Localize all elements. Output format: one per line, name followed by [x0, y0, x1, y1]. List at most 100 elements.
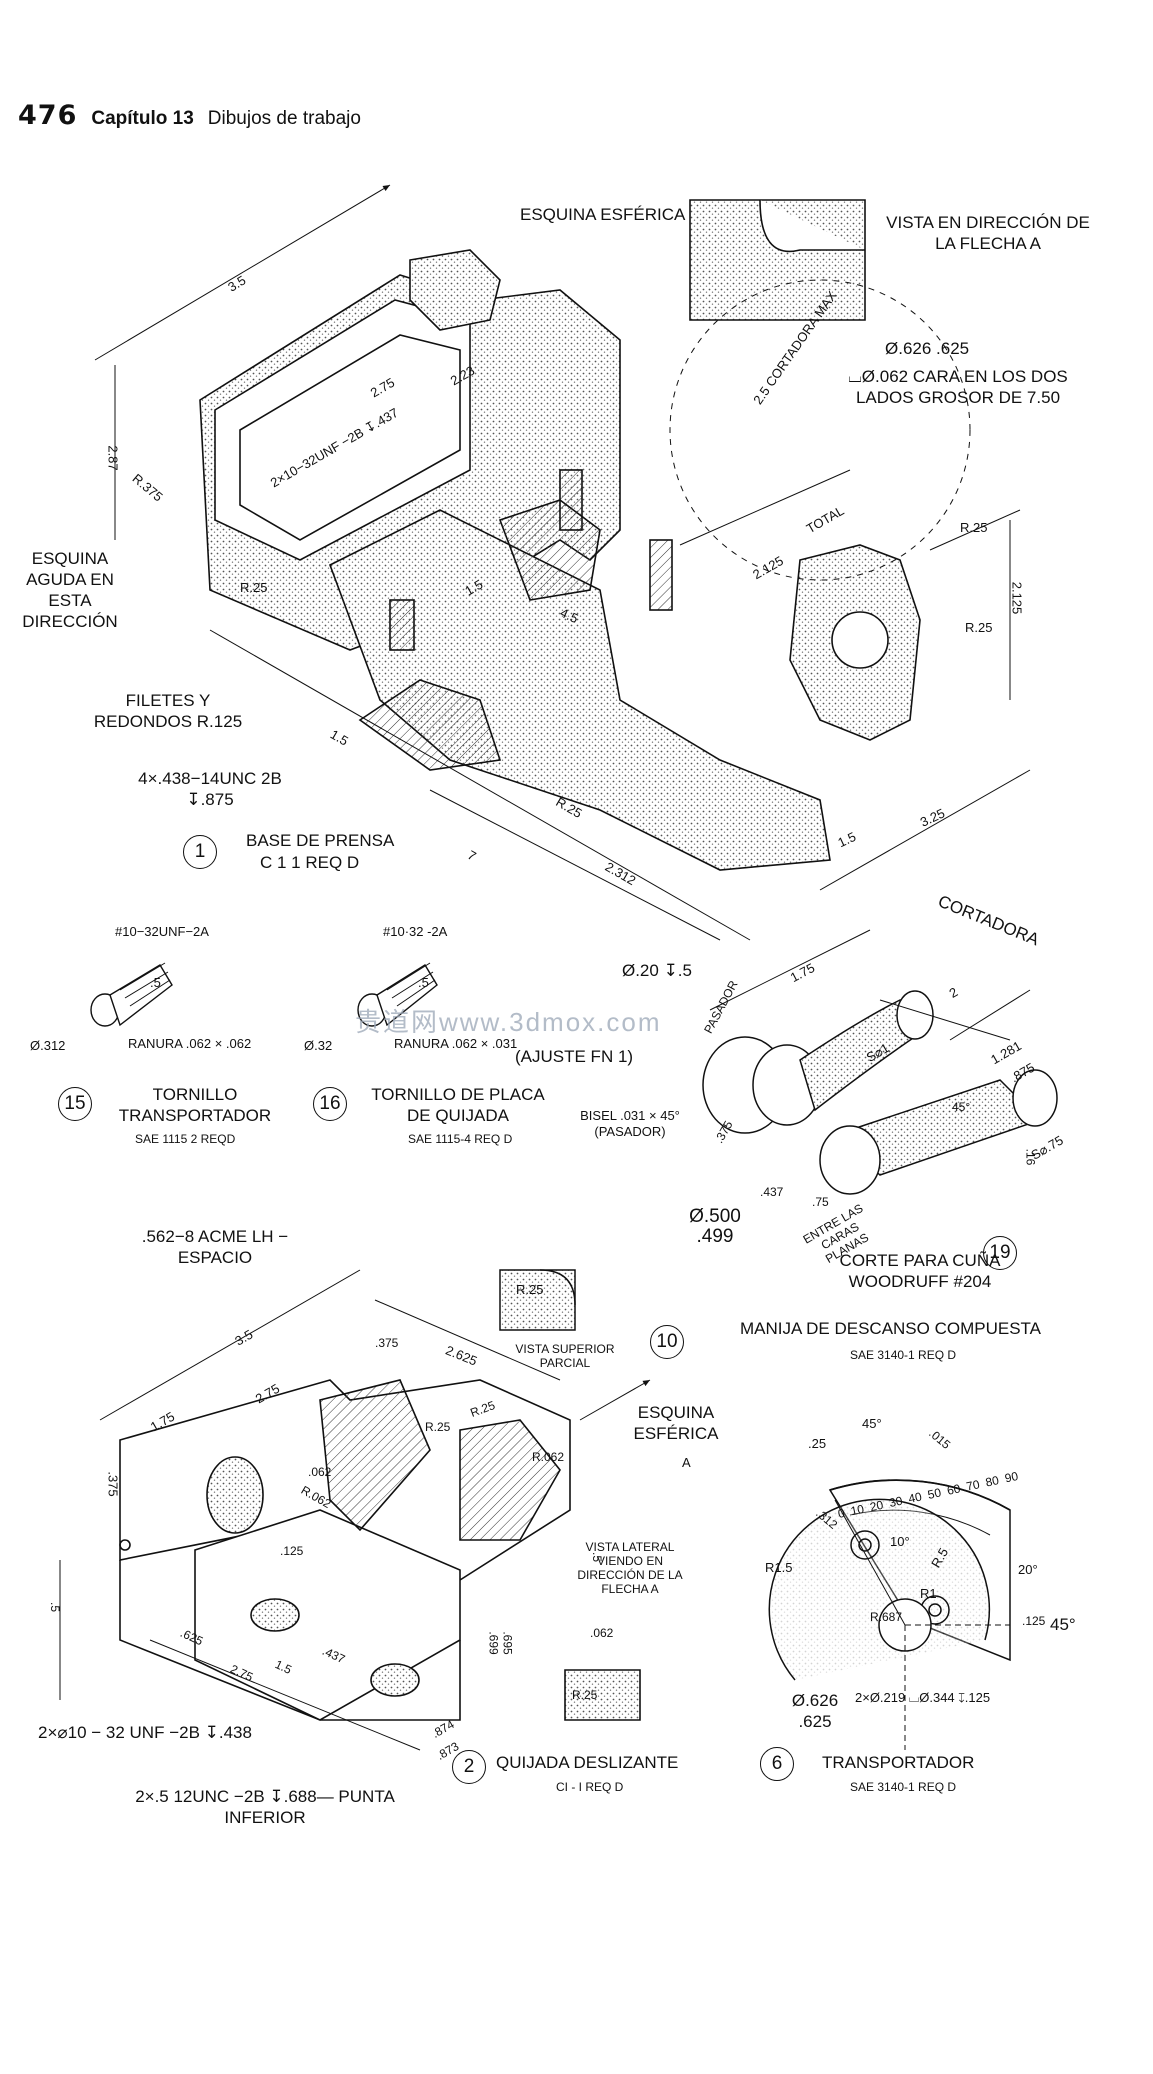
scale-90: 90 [1003, 1469, 1020, 1486]
dim-125-prot: .125 [1022, 1614, 1046, 1628]
part-number-10: 10 [650, 1325, 684, 1359]
part16-slot: RANURA .062 × .031 [394, 1036, 518, 1051]
part2-tap: 2×⌀10 − 32 UNF −2B ↧.438 [38, 1723, 252, 1742]
dim-25-prot: .25 [808, 1436, 827, 1451]
scale-40: 40 [907, 1489, 924, 1506]
part2-spec: CI - I REQ D [556, 1780, 624, 1794]
dim-75-h: .75 [812, 1195, 829, 1209]
part19-shaft-dia: Ø.500 .499 [689, 1206, 741, 1247]
dim-125-jaw: .125 [280, 1544, 304, 1558]
part15-slot: RANURA .062 × .062 [128, 1036, 252, 1051]
part6-bore: Ø.626 .625 [791, 1691, 839, 1731]
vise-base-drawing [94, 184, 1031, 941]
part15-spec: SAE 1115 2 REQD [135, 1132, 236, 1146]
scale-50: 50 [926, 1485, 943, 1502]
part16-len: .5 [418, 975, 429, 990]
dim-375-jaw: .375 [105, 1471, 121, 1497]
dim-20deg-prot: 20° [1018, 1562, 1038, 1577]
chapter-label: Capítulo 13 [91, 108, 194, 129]
dim-45-prot: 45° [862, 1416, 882, 1431]
label-thread-note: 4×.438−14UNC 2B ↧.875 [138, 769, 282, 809]
dim-r-25-b: R.25 [960, 520, 988, 535]
handle-drawing [702, 929, 1058, 1195]
watermark: 贵道网www.3dmox.com [355, 1007, 662, 1037]
page-number: 476 [18, 100, 78, 131]
part15-len: .5 [150, 975, 161, 990]
dim-695-jaw: .695 [500, 1631, 515, 1655]
scale-80: 80 [984, 1473, 1001, 1490]
dim-062-side: .062 [590, 1626, 614, 1640]
dim-r687-prot: R.687 [870, 1610, 903, 1624]
part19-spec: SAE 3140-1 REQ D [850, 1348, 957, 1362]
part6-spec: SAE 3140-1 REQ D [850, 1780, 957, 1794]
dim-375b-jaw: .375 [375, 1336, 399, 1350]
part19-title: MANIJA DE DESCANSO COMPUESTA [740, 1319, 1042, 1338]
label-spherical-corner-1: ESQUINA ESFÉRICA [520, 205, 686, 224]
dim-r-25-c: R.25 [965, 620, 993, 635]
chapter-title: Dibujos de trabajo [207, 108, 361, 129]
sliding-jaw-drawing [59, 1269, 651, 1751]
part10-radius: R.25 [516, 1282, 544, 1297]
part-number-15: 15 [58, 1087, 92, 1121]
dim-16: .16 [1023, 1148, 1038, 1166]
part15-dia: Ø.312 [30, 1038, 66, 1053]
dim-5-jaw: .5 [48, 1601, 63, 1613]
protractor-drawing [768, 1479, 1011, 1750]
part2-arrow-a: A [682, 1455, 691, 1470]
part15-title: TORNILLO TRANSPORTADOR [118, 1085, 272, 1125]
dim-699-jaw: .699 [486, 1631, 501, 1655]
dim-r25-jaw: R.25 [425, 1420, 451, 1434]
dim-r15-prot: R1.5 [765, 1560, 793, 1575]
part-number-6: 6 [760, 1747, 794, 1781]
dim-r-25-a: R.25 [240, 580, 268, 595]
part-number-1: 1 [183, 835, 217, 869]
part6-holes: 2×Ø.219 ⌴Ø.344 ↧.125 [855, 1690, 991, 1705]
part2-acme: .562−8 ACME LH − ESPACIO [141, 1227, 289, 1267]
part16-spec: SAE 1115-4 REQ D [408, 1132, 513, 1146]
dim-45-h: 45° [952, 1100, 971, 1114]
part-number-19: 19 [983, 1236, 1017, 1270]
page-header: 476 Capítulo 13 Dibujos de trabajo [18, 100, 361, 131]
scale-60: 60 [945, 1481, 962, 1498]
part-number-2: 2 [452, 1750, 486, 1784]
label-counterbore: ⌴Ø.062 CARA EN LOS DOS LADOS GROSOR DE 7… [848, 367, 1068, 407]
part19-chamfer: BISEL .031 × 45° (PASADOR) [580, 1108, 680, 1139]
dim-5-side: .5 [590, 1551, 605, 1563]
dim-062-jaw: .062 [308, 1465, 332, 1479]
label-bore-dia: Ø.626 .625 [885, 339, 970, 358]
dim-45b-prot: 45° [1050, 1615, 1076, 1634]
part19-woodruff: CORTE PARA CUÑA WOODRUFF #204 [839, 1251, 1001, 1291]
screw-drawings [90, 962, 438, 1027]
dim-10deg-prot: 10° [890, 1534, 910, 1549]
part1-spec: C 1 1 REQ D [260, 853, 360, 872]
part2-spherical-corner: ESQUINA ESFÉRICA [633, 1403, 719, 1443]
part2-title: QUIJADA DESLIZANTE [496, 1753, 679, 1772]
part16-dia: Ø.32 [304, 1038, 333, 1053]
scale-30: 30 [887, 1493, 904, 1511]
part2-side-view: VISTA LATERAL VIENDO EN DIRECCIÓN DE LA … [577, 1540, 683, 1596]
dim-437-h: .437 [760, 1185, 784, 1199]
part6-title: TRANSPORTADOR [822, 1753, 975, 1772]
label-fillets: FILETES Y REDONDOS R.125 [93, 691, 243, 731]
part-number-16: 16 [313, 1087, 347, 1121]
part19-pin-dia: Ø.20 ↧.5 [621, 961, 692, 980]
part16-title: TORNILLO DE PLACA DE QUIJADA [371, 1085, 545, 1125]
label-sharp-corner: ESQUINA AGUDA EN ESTA DIRECCIÓN [22, 549, 118, 631]
part16-thread: #10·32 -2A [383, 924, 448, 939]
part10-title: VISTA SUPERIOR PARCIAL [515, 1342, 615, 1370]
scale-70: 70 [964, 1477, 981, 1494]
dim-r062-jaw: R.062 [532, 1450, 565, 1464]
dim-2-87: 2.87 [105, 445, 121, 471]
scale-20: 20 [868, 1497, 885, 1515]
scale-10: 10 [849, 1501, 866, 1519]
part15-thread: #10−32UNF−2A [115, 924, 209, 939]
partial-top-view [499, 1269, 576, 1331]
dim-r25-side: R.25 [572, 1688, 598, 1702]
part19-fit: (AJUSTE FN 1) [515, 1047, 634, 1066]
part2-tap-bottom: 2×.5 12UNC −2B ↧.688— PUNTA INFERIOR [135, 1787, 395, 1827]
label-view-arrow-a: VISTA EN DIRECCIÓN DE LA FLECHA A [886, 213, 1090, 253]
dim-2-125-b: 2.125 [1009, 581, 1025, 615]
part1-title: BASE DE PRENSA [246, 831, 395, 850]
